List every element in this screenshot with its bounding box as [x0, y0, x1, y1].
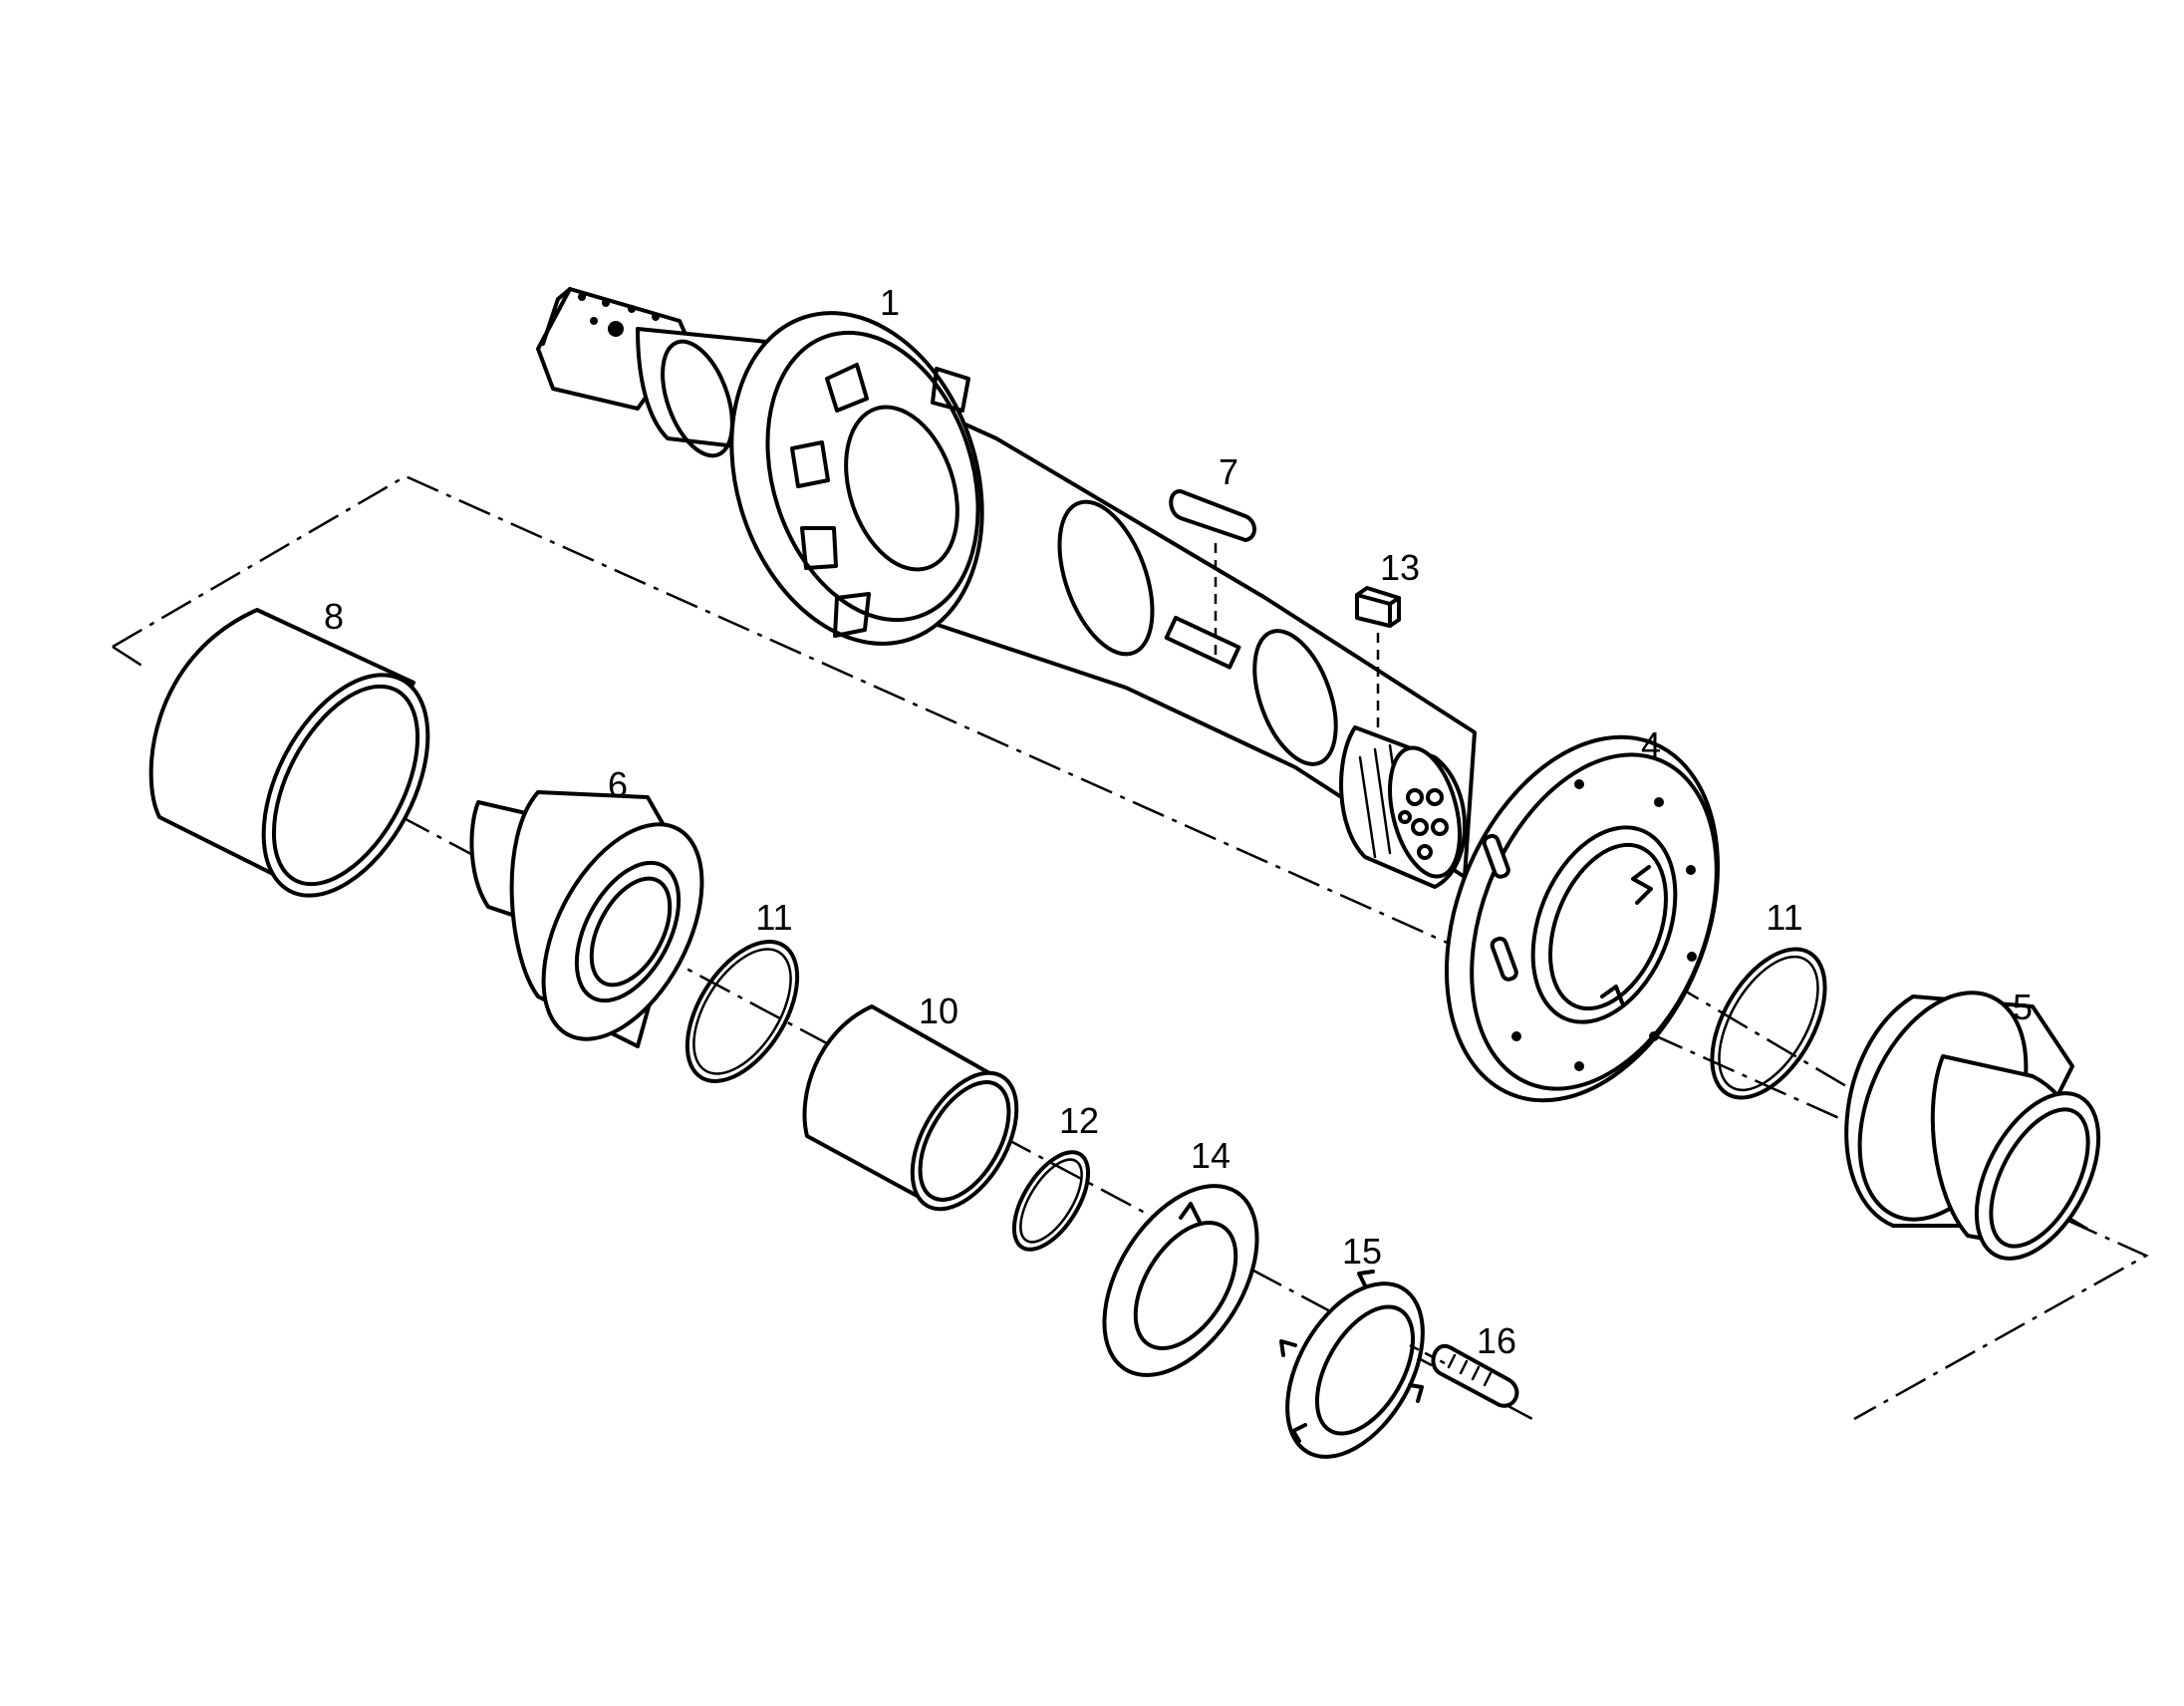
part-14-tab-washer — [1102, 1184, 1259, 1377]
callout-11-right: 11 — [1766, 897, 1802, 938]
part-5-stepped-bushing — [1844, 991, 2101, 1261]
callout-14: 14 — [1191, 1135, 1230, 1176]
callout-4: 4 — [1641, 724, 1661, 765]
callout-16: 16 — [1477, 1320, 1516, 1361]
part-1-shaft — [536, 287, 1477, 889]
callout-10: 10 — [919, 991, 958, 1031]
callout-labels: 1 4 5 6 7 8 10 11 11 12 13 14 15 16 — [324, 282, 2033, 1361]
part-11-snap-ring-left — [684, 940, 800, 1083]
callout-6: 6 — [608, 764, 628, 805]
part-8-drum — [148, 608, 430, 898]
callout-7: 7 — [1219, 451, 1238, 492]
callout-8: 8 — [324, 596, 344, 637]
part-7-key — [1169, 489, 1256, 658]
part-6-hub — [469, 790, 704, 1048]
part-15-slotted-nut — [1279, 1270, 1425, 1459]
callout-15: 15 — [1342, 1231, 1382, 1272]
part-13-key — [1355, 586, 1401, 737]
callout-11-left: 11 — [755, 897, 792, 938]
part-12-small-ring — [1011, 1150, 1091, 1252]
part-10-sleeve — [802, 1004, 1019, 1212]
callout-13: 13 — [1380, 547, 1420, 588]
callout-12: 12 — [1059, 1100, 1099, 1141]
part-4-flange-cover — [1444, 734, 1721, 1103]
part-16-set-screw — [1409, 1343, 1519, 1408]
assembly-group-frame — [112, 474, 2149, 1421]
callout-1: 1 — [880, 282, 900, 323]
callout-5: 5 — [2013, 987, 2033, 1027]
part-11-snap-ring-right — [1710, 947, 1827, 1100]
